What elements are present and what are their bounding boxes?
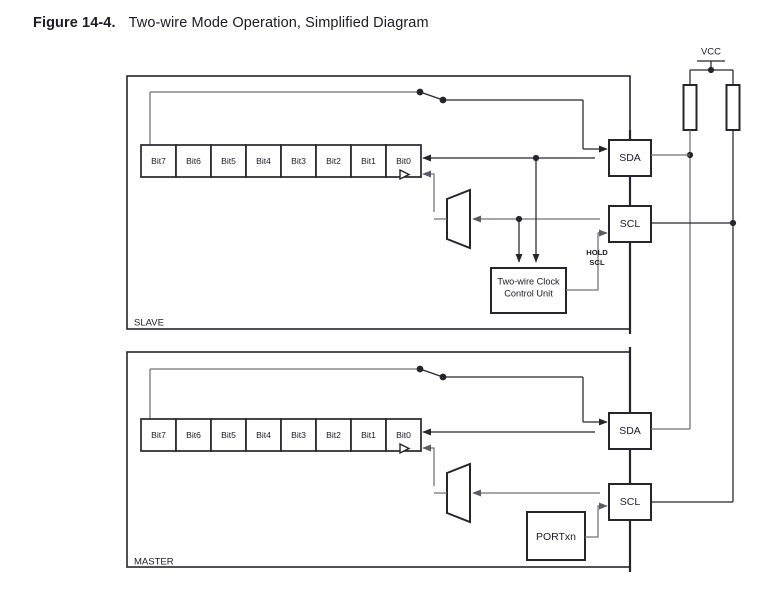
slave-mux-shape xyxy=(446,188,471,250)
slave-bit-cell xyxy=(350,144,387,178)
slave-bit-label: Bit6 xyxy=(186,156,201,166)
pullup-resistor-scl xyxy=(725,84,741,131)
master-pins: SDA SCL xyxy=(608,347,733,572)
master-bit-label: Bit0 xyxy=(396,430,411,440)
master-bit-label: Bit6 xyxy=(186,430,201,440)
slave-bit-label: Bit7 xyxy=(151,156,166,166)
slave-clock-control-unit: Two-wire Clock Control Unit xyxy=(490,267,567,314)
portxn-box xyxy=(526,511,586,561)
master-clock-mux[interactable] xyxy=(446,462,471,524)
master-bit-label: Bit5 xyxy=(221,430,236,440)
slave-scl-pin-label: SCL xyxy=(620,218,641,230)
master-bit-label: Bit3 xyxy=(291,430,306,440)
vcc-supply-group: VCC xyxy=(682,47,741,131)
hold-scl-label-line2: SCL xyxy=(589,258,605,267)
figure-title: Two-wire Mode Operation, Simplified Diag… xyxy=(128,15,429,31)
slave-bit-cell xyxy=(315,144,352,178)
master-mux-shape xyxy=(446,462,471,524)
master-port-register: PORTxn xyxy=(526,511,586,561)
vcc-junction-dot xyxy=(707,66,715,74)
master-output-switch[interactable] xyxy=(416,365,447,381)
vcc-label: VCC xyxy=(701,47,721,58)
clock-control-unit-label-line1: Two-wire Clock xyxy=(497,276,560,286)
slave-clock-mux[interactable] xyxy=(446,188,471,250)
slave-bit-label: Bit1 xyxy=(361,156,376,166)
master-shift-register: Bit7 Bit6 Bit5 Bit4 Bit3 Bit2 Bit1 Bit0 xyxy=(140,418,422,455)
slave-clock-to-bit0-arrow xyxy=(422,170,435,212)
slave-sda-pin-box xyxy=(608,139,652,177)
hold-scl-wire xyxy=(566,229,608,291)
slave-bit-cell xyxy=(175,144,212,178)
master-sda-pin-label: SDA xyxy=(619,425,641,437)
master-bit-cell xyxy=(175,418,212,452)
master-bit-cell xyxy=(245,418,282,452)
bus-lines-group xyxy=(686,130,737,502)
slave-bit-label: Bit5 xyxy=(221,156,236,166)
master-clock-to-bit0-arrow xyxy=(422,444,435,486)
slave-bit-cell xyxy=(140,144,177,178)
slave-bit-label: Bit2 xyxy=(326,156,341,166)
master-bit-label: Bit1 xyxy=(361,430,376,440)
slave-switch-blade xyxy=(419,91,444,101)
master-bit-label: Bit7 xyxy=(151,430,166,440)
master-bit-cell xyxy=(140,418,177,452)
figure-caption: Figure 14-4. Two-wire Mode Operation, Sim… xyxy=(33,15,429,31)
slave-output-switch[interactable] xyxy=(416,88,447,104)
master-scl-pin-label: SCL xyxy=(620,496,641,508)
master-bit-label: Bit4 xyxy=(256,430,271,440)
slave-block: SLAVE Bit7 Bit6 Bit5 Bit4 xyxy=(126,75,631,330)
clock-control-unit-label-line2: Control Unit xyxy=(504,288,553,298)
master-frame-label: MASTER xyxy=(134,557,174,568)
slave-pins: SDA SCL xyxy=(608,130,733,334)
slave-bit-cell xyxy=(245,144,282,178)
slave-bit-label: Bit4 xyxy=(256,156,271,166)
figure-number: Figure 14-4. xyxy=(33,15,116,31)
pullup-resistor-sda xyxy=(682,84,698,131)
hold-scl-label-line1: HOLD xyxy=(586,248,608,257)
portxn-label: PORTxn xyxy=(536,531,576,543)
master-clock-input-triangle xyxy=(399,442,411,455)
portxn-to-scl-wire xyxy=(585,502,608,538)
slave-bit-label: Bit0 xyxy=(396,156,411,166)
master-block: MASTER Bit7 Bit6 Bit5 Bit4 Bi xyxy=(126,351,631,568)
slave-shift-register: Bit7 Bit6 Bit5 Bit4 Bit3 Bit2 Bit1 Bit0 xyxy=(140,144,422,181)
slave-sda-pin-label: SDA xyxy=(619,152,641,164)
master-switch-blade xyxy=(419,368,444,378)
slave-bit-label: Bit3 xyxy=(291,156,306,166)
master-bit-label: Bit2 xyxy=(326,430,341,440)
slave-frame-label: SLAVE xyxy=(134,318,164,329)
slave-clock-input-triangle xyxy=(399,168,411,181)
master-bit-cell xyxy=(280,418,317,452)
